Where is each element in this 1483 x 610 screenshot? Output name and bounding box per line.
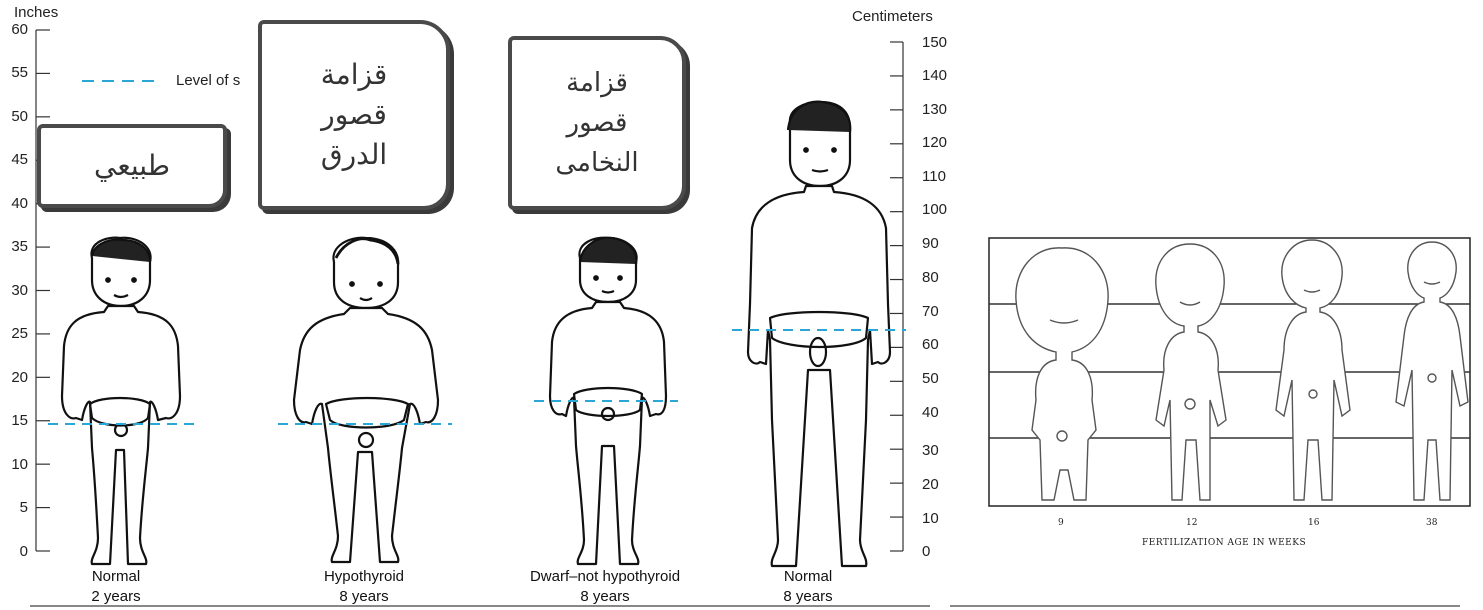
caption-figure-3-age: 8 years xyxy=(490,587,720,607)
callout-hypothyroid-line-1: قزامة xyxy=(321,55,388,95)
left-tick-label: 10 xyxy=(4,456,28,473)
right-tick-label: 70 xyxy=(922,303,939,320)
caption-figure-3: Dwarf–not hypothyroid 8 years xyxy=(490,567,720,607)
caption-figure-1-age: 2 years xyxy=(26,587,206,607)
left-tick-label: 50 xyxy=(4,108,28,125)
caption-figure-4: Normal 8 years xyxy=(718,567,898,607)
right-tick-label: 0 xyxy=(922,543,930,560)
caption-figure-3-label: Dwarf–not hypothyroid xyxy=(490,567,720,587)
right-tick-label: 40 xyxy=(922,404,939,421)
right-tick-label: 10 xyxy=(922,510,939,527)
figure-normal-2-years xyxy=(62,238,180,564)
callout-pituitary-line-3: النخامى xyxy=(555,143,638,183)
right-tick-label: 20 xyxy=(922,476,939,493)
callout-pituitary: قزامة قصور النخامى xyxy=(508,36,686,210)
right-tick-label: 110 xyxy=(922,168,946,185)
right-axis-ticks xyxy=(890,42,903,551)
fetal-age-9: 9 xyxy=(1058,518,1064,528)
right-tick-label: 140 xyxy=(922,67,947,84)
figure-hypothyroid-8-years xyxy=(294,238,438,562)
left-tick-label: 15 xyxy=(4,412,28,429)
caption-figure-2: Hypothyroid 8 years xyxy=(274,567,454,607)
legend-label: Level of s xyxy=(176,72,240,89)
right-tick-label: 130 xyxy=(922,101,947,118)
right-tick-label: 150 xyxy=(922,34,947,51)
callout-pituitary-line-1: قزامة xyxy=(566,63,628,103)
fetal-axis-title: FERTILIZATION AGE IN WEEKS xyxy=(1142,538,1306,548)
callout-hypothyroid-line-2: قصور xyxy=(321,95,387,135)
left-tick-label: 20 xyxy=(4,369,28,386)
left-tick-label: 30 xyxy=(4,282,28,299)
caption-figure-4-label: Normal xyxy=(718,567,898,587)
fetal-age-12: 12 xyxy=(1186,518,1197,528)
right-tick-label: 60 xyxy=(922,336,939,353)
callout-normal-line-1: طبيعي xyxy=(94,149,170,183)
fetal-age-38: 38 xyxy=(1426,518,1437,528)
left-tick-label: 60 xyxy=(4,21,28,38)
left-tick-label: 45 xyxy=(4,151,28,168)
left-axis-ticks xyxy=(36,30,50,551)
right-tick-label: 100 xyxy=(922,201,947,218)
left-tick-label: 25 xyxy=(4,325,28,342)
caption-figure-4-age: 8 years xyxy=(718,587,898,607)
callout-pituitary-line-2: قصور xyxy=(567,103,628,143)
caption-figure-2-age: 8 years xyxy=(274,587,454,607)
right-tick-label: 50 xyxy=(922,370,939,387)
left-tick-label: 5 xyxy=(4,499,28,516)
right-tick-label: 90 xyxy=(922,235,939,252)
left-tick-label: 35 xyxy=(4,238,28,255)
right-axis-unit-label: Centimeters xyxy=(852,8,933,25)
left-tick-label: 0 xyxy=(4,543,28,560)
caption-figure-1-label: Normal xyxy=(26,567,206,587)
right-tick-label: 30 xyxy=(922,442,939,459)
figure-normal-8-years xyxy=(748,102,890,566)
left-axis-unit-label: Inches xyxy=(14,4,58,21)
right-tick-label: 120 xyxy=(922,134,947,151)
left-tick-label: 40 xyxy=(4,195,28,212)
callout-hypothyroid: قزامة قصور الدرق xyxy=(258,20,450,210)
caption-figure-2-label: Hypothyroid xyxy=(274,567,454,587)
callout-normal: طبيعي xyxy=(37,124,227,208)
right-tick-label: 80 xyxy=(922,269,939,286)
caption-figure-1: Normal 2 years xyxy=(26,567,206,607)
fetal-panel xyxy=(989,238,1470,506)
fetal-age-16: 16 xyxy=(1308,518,1319,528)
callout-hypothyroid-line-3: الدرق xyxy=(321,135,387,175)
left-tick-label: 55 xyxy=(4,64,28,81)
